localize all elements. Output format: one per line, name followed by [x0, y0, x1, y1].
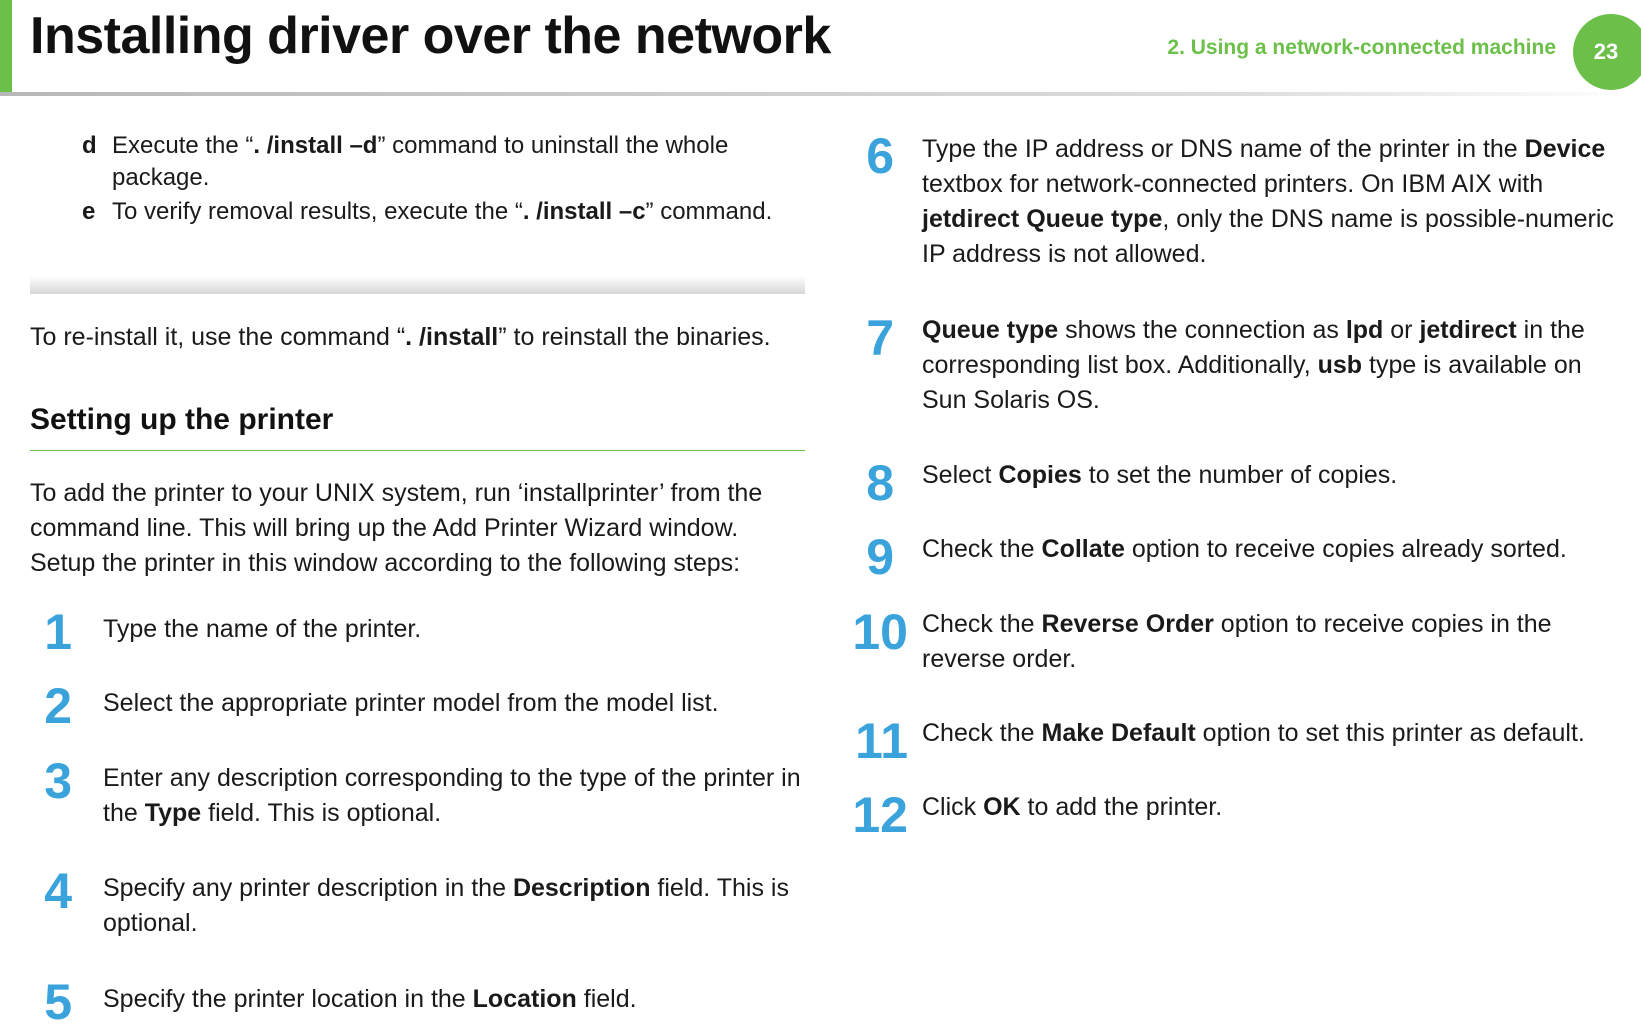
- step-text: Enter any description corresponding to t…: [103, 761, 803, 831]
- step-text: Type the name of the printer.: [103, 612, 803, 647]
- substep-letter: d: [82, 132, 97, 159]
- step-text-emphasis: Collate: [1041, 535, 1125, 563]
- step-text: Select the appropriate printer model fro…: [103, 686, 803, 721]
- step-text-segment: field.: [576, 985, 637, 1013]
- step-number: 4: [44, 863, 72, 919]
- section-label: 2. Using a network-connected machine: [1167, 36, 1556, 59]
- step-number: 9: [866, 529, 894, 585]
- step-text: Check the Collate option to receive copi…: [922, 532, 1627, 567]
- step-text-emphasis: usb: [1317, 351, 1363, 379]
- step-text-segment: or: [1383, 316, 1420, 344]
- step-text-emphasis: Type: [144, 799, 202, 827]
- step-text-segment: option to set this printer as default.: [1195, 719, 1585, 747]
- step-text-segment: to add the printer.: [1020, 793, 1223, 821]
- step-text-segment: Check the: [922, 535, 1042, 563]
- step-number: 5: [44, 974, 72, 1030]
- step-text-segment: field. This is optional.: [201, 799, 442, 827]
- step-text: Specify the printer location in the Loca…: [103, 982, 803, 1017]
- substep-d: d Execute the “. /install –d” command to…: [82, 130, 802, 194]
- substep-command: . /install –c: [522, 198, 646, 225]
- step-text-segment: option to receive copies in the reverse …: [922, 610, 1552, 673]
- step-text-emphasis: Device: [1524, 135, 1606, 163]
- step-text-segment: , only the DNS name is possible-numeric …: [922, 205, 1614, 268]
- step-text-segment: Select: [922, 461, 999, 489]
- step-text-segment: textbox for network-connected printers. …: [922, 170, 1544, 198]
- step-text-segment: option to receive copies already sorted.: [1124, 535, 1567, 563]
- step-text: Check the Reverse Order option to receiv…: [922, 607, 1627, 677]
- step-text-segment: Enter any description corresponding to t…: [103, 764, 801, 827]
- step-number: 1: [44, 604, 72, 660]
- header-accent-bar: [0, 0, 12, 95]
- page-number-badge: 23: [1573, 14, 1641, 90]
- step-text-segment: shows the connection as: [1058, 316, 1346, 344]
- step-number: 10: [852, 604, 908, 660]
- step-text: Queue type shows the connection as lpd o…: [922, 313, 1627, 418]
- step-text-segment: field. This is optional.: [103, 874, 789, 937]
- step-text-segment: Type the IP address or DNS name of the p…: [922, 135, 1525, 163]
- step-text-emphasis: lpd: [1345, 316, 1384, 344]
- section-heading: Setting up the printer: [30, 403, 334, 436]
- substep-text: To verify removal results, execute the “…: [112, 198, 772, 225]
- step-text: Check the Make Default option to set thi…: [922, 716, 1627, 751]
- step-text-segment: type is available on Sun Solaris OS.: [922, 351, 1582, 414]
- step-text: Specify any printer description in the D…: [103, 871, 803, 941]
- step-text-emphasis: Copies: [998, 461, 1082, 489]
- reinstall-text-post: ” to reinstall the binaries.: [498, 323, 771, 351]
- step-text-emphasis: OK: [983, 793, 1021, 821]
- step-text-emphasis: jetdirect Queue type: [922, 205, 1163, 233]
- step-number: 2: [44, 678, 72, 734]
- substep-text-pre: Execute the “: [112, 132, 254, 159]
- step-number: 12: [852, 787, 908, 843]
- substep-text-pre: To verify removal results, execute the “: [112, 198, 523, 225]
- reinstall-paragraph: To re-install it, use the command “. /in…: [30, 320, 810, 355]
- step-number: 3: [44, 753, 72, 809]
- substep-letter: e: [82, 198, 96, 225]
- step-text-segment: Check the: [922, 610, 1042, 638]
- step-text-emphasis: Queue type: [922, 316, 1059, 344]
- step-text-segment: Type the name of the printer.: [103, 615, 422, 643]
- page-title: Installing driver over the network: [30, 7, 831, 65]
- step-number: 6: [866, 128, 894, 184]
- step-text-emphasis: jetdirect: [1419, 316, 1517, 344]
- step-text-segment: Check the: [922, 719, 1042, 747]
- step-text-segment: in the corresponding list box. Additiona…: [922, 316, 1585, 379]
- step-text-emphasis: Make Default: [1041, 719, 1196, 747]
- reinstall-text-pre: To re-install it, use the command “: [30, 323, 406, 351]
- step-text-segment: Click: [922, 793, 984, 821]
- step-text-emphasis: Location: [472, 985, 577, 1013]
- step-number: 7: [866, 310, 894, 366]
- step-text-emphasis: Description: [512, 874, 651, 902]
- step-text-segment: Specify the printer location in the: [103, 985, 473, 1013]
- setup-intro: To add the printer to your UNIX system, …: [30, 479, 763, 577]
- step-number: 8: [866, 455, 894, 511]
- step-text: Select Copies to set the number of copie…: [922, 458, 1627, 493]
- note-divider-bar: [30, 276, 805, 294]
- header-divider: [0, 92, 1641, 96]
- step-text-segment: Select the appropriate printer model fro…: [103, 689, 719, 717]
- step-text-segment: Specify any printer description in the: [103, 874, 513, 902]
- substep-text-post: ” command to uninstall the whole package…: [112, 132, 729, 191]
- substep-text-post: ” command.: [645, 198, 773, 225]
- step-text: Click OK to add the printer.: [922, 790, 1627, 825]
- substep-command: . /install –d: [253, 132, 378, 159]
- step-text: Type the IP address or DNS name of the p…: [922, 132, 1627, 272]
- step-text-emphasis: Reverse Order: [1041, 610, 1214, 638]
- heading-underline: [30, 450, 805, 451]
- step-number: 11: [855, 713, 908, 769]
- step-text-segment: to set the number of copies.: [1081, 461, 1398, 489]
- substep-text: Execute the “. /install –d” command to u…: [112, 132, 728, 191]
- substep-e: e To verify removal results, execute the…: [82, 196, 802, 228]
- reinstall-command: . /install: [405, 323, 499, 351]
